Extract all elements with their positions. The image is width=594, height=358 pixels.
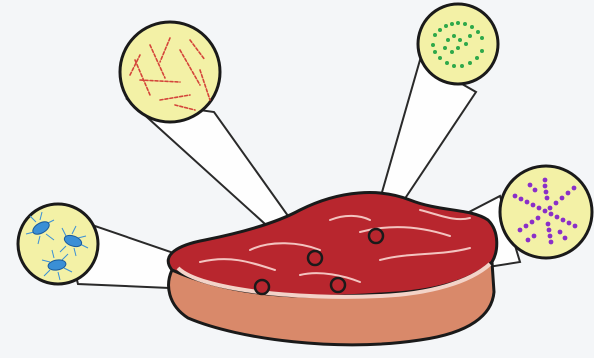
lens-flagellated bbox=[18, 204, 98, 284]
sample-point-flagellated bbox=[255, 280, 269, 294]
sample-point-cocci-chains bbox=[369, 229, 383, 243]
sample-point-rods bbox=[308, 251, 322, 265]
lens-cocci-chains bbox=[418, 4, 498, 84]
lens-cocci-clusters bbox=[500, 166, 592, 258]
sample-point-cocci-clusters bbox=[331, 278, 345, 292]
lens-rods bbox=[120, 22, 220, 122]
steak bbox=[168, 193, 497, 345]
